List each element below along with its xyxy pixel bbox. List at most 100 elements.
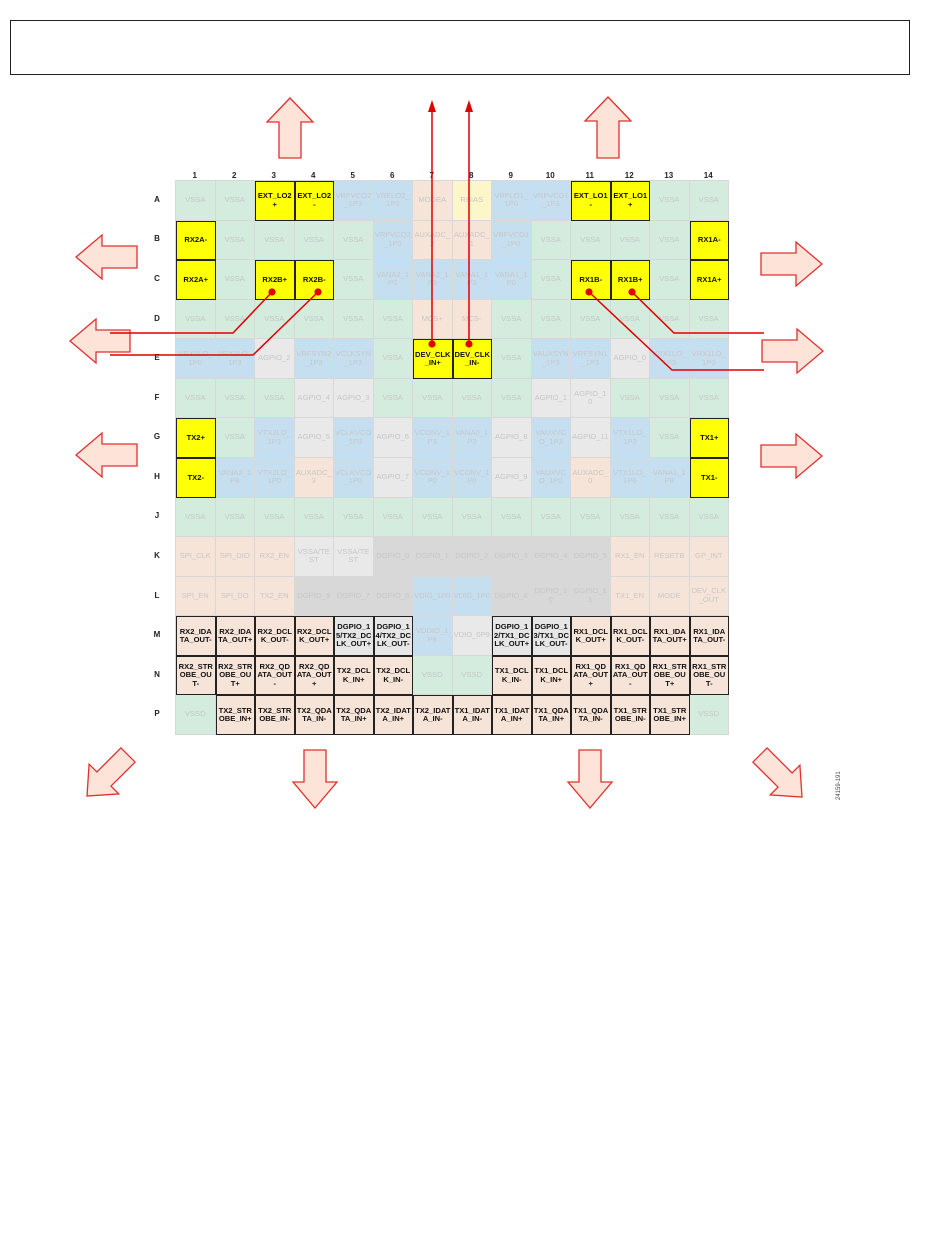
ball-a6-vrflo2-1p0: VRFLO2_1P0 (373, 181, 413, 221)
ball-e11-vrfsyn1-1p3: VRFSYN1_1P3 (571, 339, 611, 379)
ball-e12-agpio-0: AGPIO_0 (610, 339, 650, 379)
down-arrow (291, 749, 339, 810)
ball-h7-vconv-1p0: VCONV_1P0 (413, 458, 453, 498)
ball-n9-tx1-dclk-in: TX1_DCLK_IN- (492, 655, 532, 696)
ball-k1-spi-clk: SPI_CLK (176, 537, 216, 577)
ball-h4-auxadc-3: AUXADC_3 (294, 458, 334, 498)
ball-p2-tx2-strobe-in: TX2_STROBE_IN+ (215, 695, 255, 735)
figure-id: 24159-191 (836, 771, 842, 800)
ball-b3-vssa: VSSA (255, 220, 295, 261)
ball-a9-vrflo1-1p0: VRFLO1_1P0 (492, 181, 532, 221)
ball-j4-vssa: VSSA (294, 497, 334, 538)
ball-p13-tx1-strobe-in: TX1_STROBE_IN+ (650, 695, 690, 735)
ball-n11-rx1-qdata-out: RX1_QDATA_OUT+ (571, 655, 611, 696)
ball-l12-tx1-en: TX1_EN (610, 576, 650, 617)
ball-n12-rx1-qdata-out: RX1_QDATA_OUT- (610, 655, 650, 696)
row-label: K (154, 550, 160, 560)
ball-f5-agpio-3: AGPIO_3 (334, 378, 374, 419)
ball-g5-vclkvco-1p3: VCLKVCO_1P3 (334, 418, 374, 458)
ball-b14-rx1a: RX1A- (689, 220, 729, 261)
ball-e4-vrfsyn2-1p3: VRFSYN2_1P3 (294, 339, 334, 379)
ball-a3-ext-lo2: EXT_LO2+ (255, 181, 295, 221)
ball-j12-vssa: VSSA (610, 497, 650, 538)
ball-b10-vssa: VSSA (531, 220, 571, 261)
figure-title-box (10, 20, 910, 75)
row-label: E (154, 353, 160, 363)
ball-j10-vssa: VSSA (531, 497, 571, 538)
ball-g8-vana0-1p3: VANA0_1P3 (452, 418, 492, 458)
left-arrow (68, 317, 131, 365)
ball-c9-vana1-1p0: VANA1_1P0 (492, 260, 532, 300)
ball-g3-vtx2lo-1p3: VTX2LO_1P3 (255, 418, 295, 458)
ball-l2-spi-do: SPI_DO (215, 576, 255, 617)
row-label: A (154, 194, 160, 204)
rx1b-minus-connector (588, 291, 764, 371)
ball-b13-vssa: VSSA (650, 220, 690, 261)
ball-d5-vssa: VSSA (334, 299, 374, 340)
left-arrow (74, 233, 138, 281)
ball-j13-vssa: VSSA (650, 497, 690, 538)
ball-c4-rx2b: RX2B- (294, 260, 334, 300)
ball-c2-vssa: VSSA (215, 260, 255, 300)
row-label: M (153, 630, 161, 640)
ball-p3-tx2-strobe-in: TX2_STROBE_IN- (255, 695, 295, 735)
ball-g7-vconv-1p3: VCONV_1P3 (413, 418, 453, 458)
ball-p5-tx2-qdata-in: TX2_QDATA_IN+ (334, 695, 374, 735)
ball-l14-dev-clk-out: DEV_CLK_OUT (689, 576, 729, 617)
column-label: 3 (271, 171, 276, 180)
ball-p8-tx1-idata-in: TX1_IDATA_IN- (452, 695, 492, 735)
ball-c13-vssa: VSSA (650, 260, 690, 300)
ball-h8-vconv-1p0: VCONV_1P0 (452, 458, 492, 498)
left-arrow (74, 431, 138, 479)
ball-b2-vssa: VSSA (215, 220, 255, 261)
ball-e13-vrx1lo-1p3: VRX1LO_1P3 (650, 339, 690, 379)
rx2b-plus-connector (110, 291, 273, 334)
ball-k12-rx1-en: RX1_EN (610, 537, 650, 577)
ball-d3-vssa: VSSA (255, 299, 295, 340)
ball-e1-vrx2lo-1p0: VRX2LO_1P0 (176, 339, 216, 379)
ball-a13-vssa: VSSA (650, 181, 690, 221)
ball-n7-vssd: VSSD (413, 655, 453, 696)
ball-h3-vtx2lo-1p0: VTX2LO_1P0 (255, 458, 295, 498)
ball-h9-agpio-9: AGPIO_9 (492, 458, 532, 498)
row-label: G (153, 432, 161, 442)
ball-b1-rx2a: RX2A- (176, 220, 216, 261)
ball-m2-rx2-idata-out: RX2_IDATA_OUT+ (215, 616, 255, 656)
ball-g1-tx2: TX2+ (176, 418, 216, 458)
ball-m1-rx2-idata-out: RX2_IDATA_OUT- (176, 616, 216, 656)
ball-a12-ext-lo1: EXT_LO1+ (610, 181, 650, 221)
ball-b9-vrfvco1-1p0: VRFVCO1_1P0 (492, 220, 532, 261)
dev-clk-in-plus-connector-head (428, 100, 436, 112)
ball-a1-vssa: VSSA (176, 181, 216, 221)
ball-g9-agpio-8: AGPIO_8 (492, 418, 532, 458)
ball-n14-rx1-strobe-out: RX1_STROBE_OUT- (689, 655, 729, 696)
ball-c6-vana2-1p0: VANA2_1P0 (373, 260, 413, 300)
ball-p11-tx1-qdata-in: TX1_QDATA_IN- (571, 695, 611, 735)
right-arrow (760, 240, 824, 288)
ball-a2-vssa: VSSA (215, 181, 255, 221)
ball-f14-vssa: VSSA (689, 378, 729, 419)
rx1b-minus-connector-dot (585, 288, 593, 296)
ball-h11-auxadc-0: AUXADC_0 (571, 458, 611, 498)
ball-k5-vssa-test: VSSA/TEST (334, 537, 374, 577)
ball-h5-vclkvco-1p0: VCLKVCO_1P0 (334, 458, 374, 498)
rx1b-plus-connector-dot (628, 288, 636, 296)
ball-h14-tx1: TX1- (689, 458, 729, 498)
ball-d6-vssa: VSSA (373, 299, 413, 340)
ball-f9-vssa: VSSA (492, 378, 532, 419)
down-right-arrow (751, 746, 803, 798)
ball-n13-rx1-strobe-out: RX1_STROBE_OUT+ (650, 655, 690, 696)
ball-n6-tx2-dclk-in: TX2_DCLK_IN- (373, 655, 413, 696)
ball-g11-agpio-11: AGPIO_11 (571, 418, 611, 458)
ball-m8-vdio-0p9: VDIO_0P9 (452, 616, 492, 656)
ball-c1-rx2a: RX2A+ (176, 260, 216, 300)
column-label: 4 (311, 171, 316, 180)
ball-h1-tx2: TX2- (176, 458, 216, 498)
ball-m11-rx1-dclk-out: RX1_DCLK_OUT+ (571, 616, 611, 656)
right-arrow (761, 327, 825, 375)
ball-p10-tx1-qdata-in: TX1_QDATA_IN+ (531, 695, 571, 735)
ball-l5-dgpio-7: DGPIO_7 (334, 576, 374, 617)
ball-m12-rx1-dclk-out: RX1_DCLK_OUT- (610, 616, 650, 656)
